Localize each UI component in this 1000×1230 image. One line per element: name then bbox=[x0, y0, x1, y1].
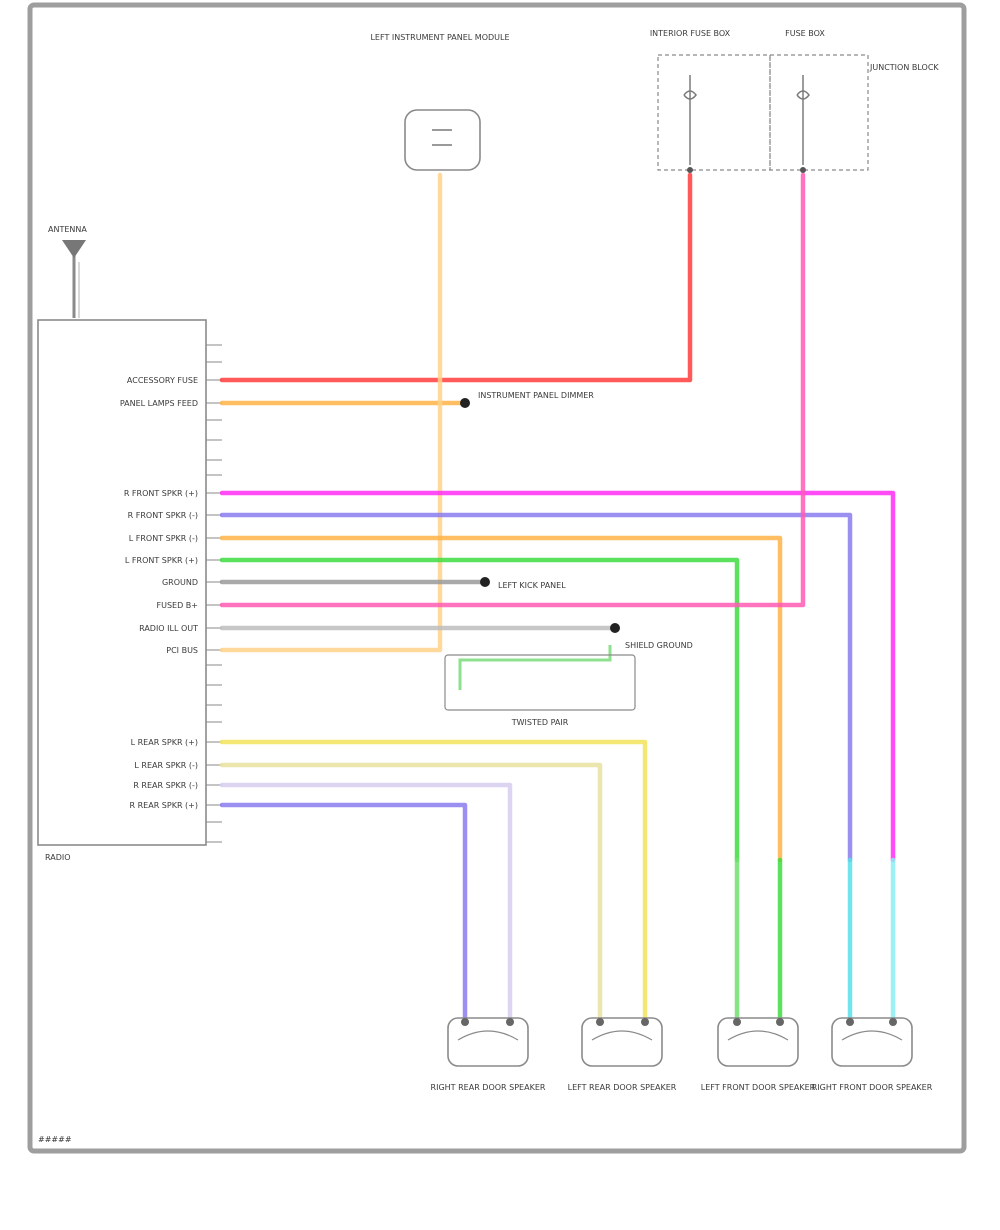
diagram-frame bbox=[27, 2, 967, 1154]
pin-label-13: R REAR SPKR (-) bbox=[133, 781, 198, 790]
ground-label: LEFT KICK PANEL bbox=[498, 581, 566, 590]
pin-label-2: PANEL LAMPS FEED bbox=[120, 399, 198, 408]
junction-note: JUNCTION BLOCK bbox=[869, 63, 939, 72]
pin-label-10: PCI BUS bbox=[166, 646, 198, 655]
illumination-connector bbox=[404, 109, 481, 171]
antenna-label: ANTENNA bbox=[48, 225, 87, 234]
twisted-pair-label: TWISTED PAIR bbox=[511, 718, 569, 727]
fuse-box-right-label: FUSE BOX bbox=[785, 29, 825, 38]
fuse-left-symbol bbox=[683, 75, 697, 165]
pin-label-5: L FRONT SPKR (-) bbox=[129, 534, 198, 543]
fuse-right-symbol bbox=[796, 75, 810, 165]
wire-purple-rf-neg bbox=[219, 512, 853, 863]
wire-orange-lf-neg bbox=[219, 535, 783, 863]
twisted-pair-box bbox=[444, 654, 636, 711]
shield-label: SHIELD GROUND bbox=[625, 641, 693, 650]
splice-dimmer-label: INSTRUMENT PANEL DIMMER bbox=[478, 391, 594, 400]
wire-green-lf-pos bbox=[219, 557, 740, 863]
fuse-right-terminal bbox=[800, 167, 806, 173]
speaker-rr-label: RIGHT REAR DOOR SPEAKER bbox=[431, 1083, 546, 1092]
fuse-box-right bbox=[769, 54, 869, 171]
speaker-rr bbox=[447, 1017, 529, 1067]
fuse-box-left-label: INTERIOR FUSE BOX bbox=[650, 29, 731, 38]
radio-module-label: RADIO bbox=[45, 853, 71, 862]
wire-pink-fused bbox=[219, 172, 806, 608]
splice-dimmer bbox=[460, 398, 470, 408]
wire-lavender-rr-neg bbox=[219, 782, 513, 1021]
pin-label-11: L REAR SPKR (+) bbox=[131, 738, 198, 747]
wire-green-twisted bbox=[458, 645, 612, 690]
wire-red-accessory bbox=[219, 172, 693, 383]
speaker-rf bbox=[831, 1017, 913, 1067]
fuse-box-left bbox=[657, 54, 771, 171]
speaker-rf-label: RIGHT FRONT DOOR SPEAKER bbox=[812, 1083, 933, 1092]
footer-code: ##### bbox=[38, 1135, 72, 1144]
pin-label-1: ACCESSORY FUSE bbox=[127, 376, 198, 385]
speaker-lr bbox=[581, 1017, 663, 1067]
wire-khaki-lr-neg bbox=[219, 762, 603, 1021]
splice-ground bbox=[480, 577, 490, 587]
pin-label-14: R REAR SPKR (+) bbox=[130, 801, 198, 810]
wire-purple-rr-pos bbox=[219, 802, 468, 1021]
pin-label-9: RADIO ILL OUT bbox=[139, 624, 198, 633]
speaker-lf bbox=[717, 1017, 799, 1067]
wire-yellow-lr-pos bbox=[219, 739, 648, 1021]
pin-label-6: L FRONT SPKR (+) bbox=[125, 556, 198, 565]
antenna-icon bbox=[62, 240, 86, 318]
wire-magenta-rf-pos bbox=[219, 490, 896, 863]
pin-label-3: R FRONT SPKR (+) bbox=[124, 489, 198, 498]
radio-connector-pins bbox=[206, 344, 222, 843]
speaker-lf-label: LEFT FRONT DOOR SPEAKER bbox=[701, 1083, 816, 1092]
pin-label-8: FUSED B+ bbox=[157, 601, 198, 610]
splice-shield bbox=[610, 623, 620, 633]
speaker-lr-label: LEFT REAR DOOR SPEAKER bbox=[568, 1083, 677, 1092]
illumination-module-label: LEFT INSTRUMENT PANEL MODULE bbox=[370, 33, 509, 42]
pin-label-4: R FRONT SPKR (-) bbox=[128, 511, 198, 520]
fuse-left-terminal bbox=[687, 167, 693, 173]
pin-label-7: GROUND bbox=[162, 578, 198, 587]
pin-label-12: L REAR SPKR (-) bbox=[134, 761, 198, 770]
wire-orange-illum bbox=[219, 172, 443, 653]
